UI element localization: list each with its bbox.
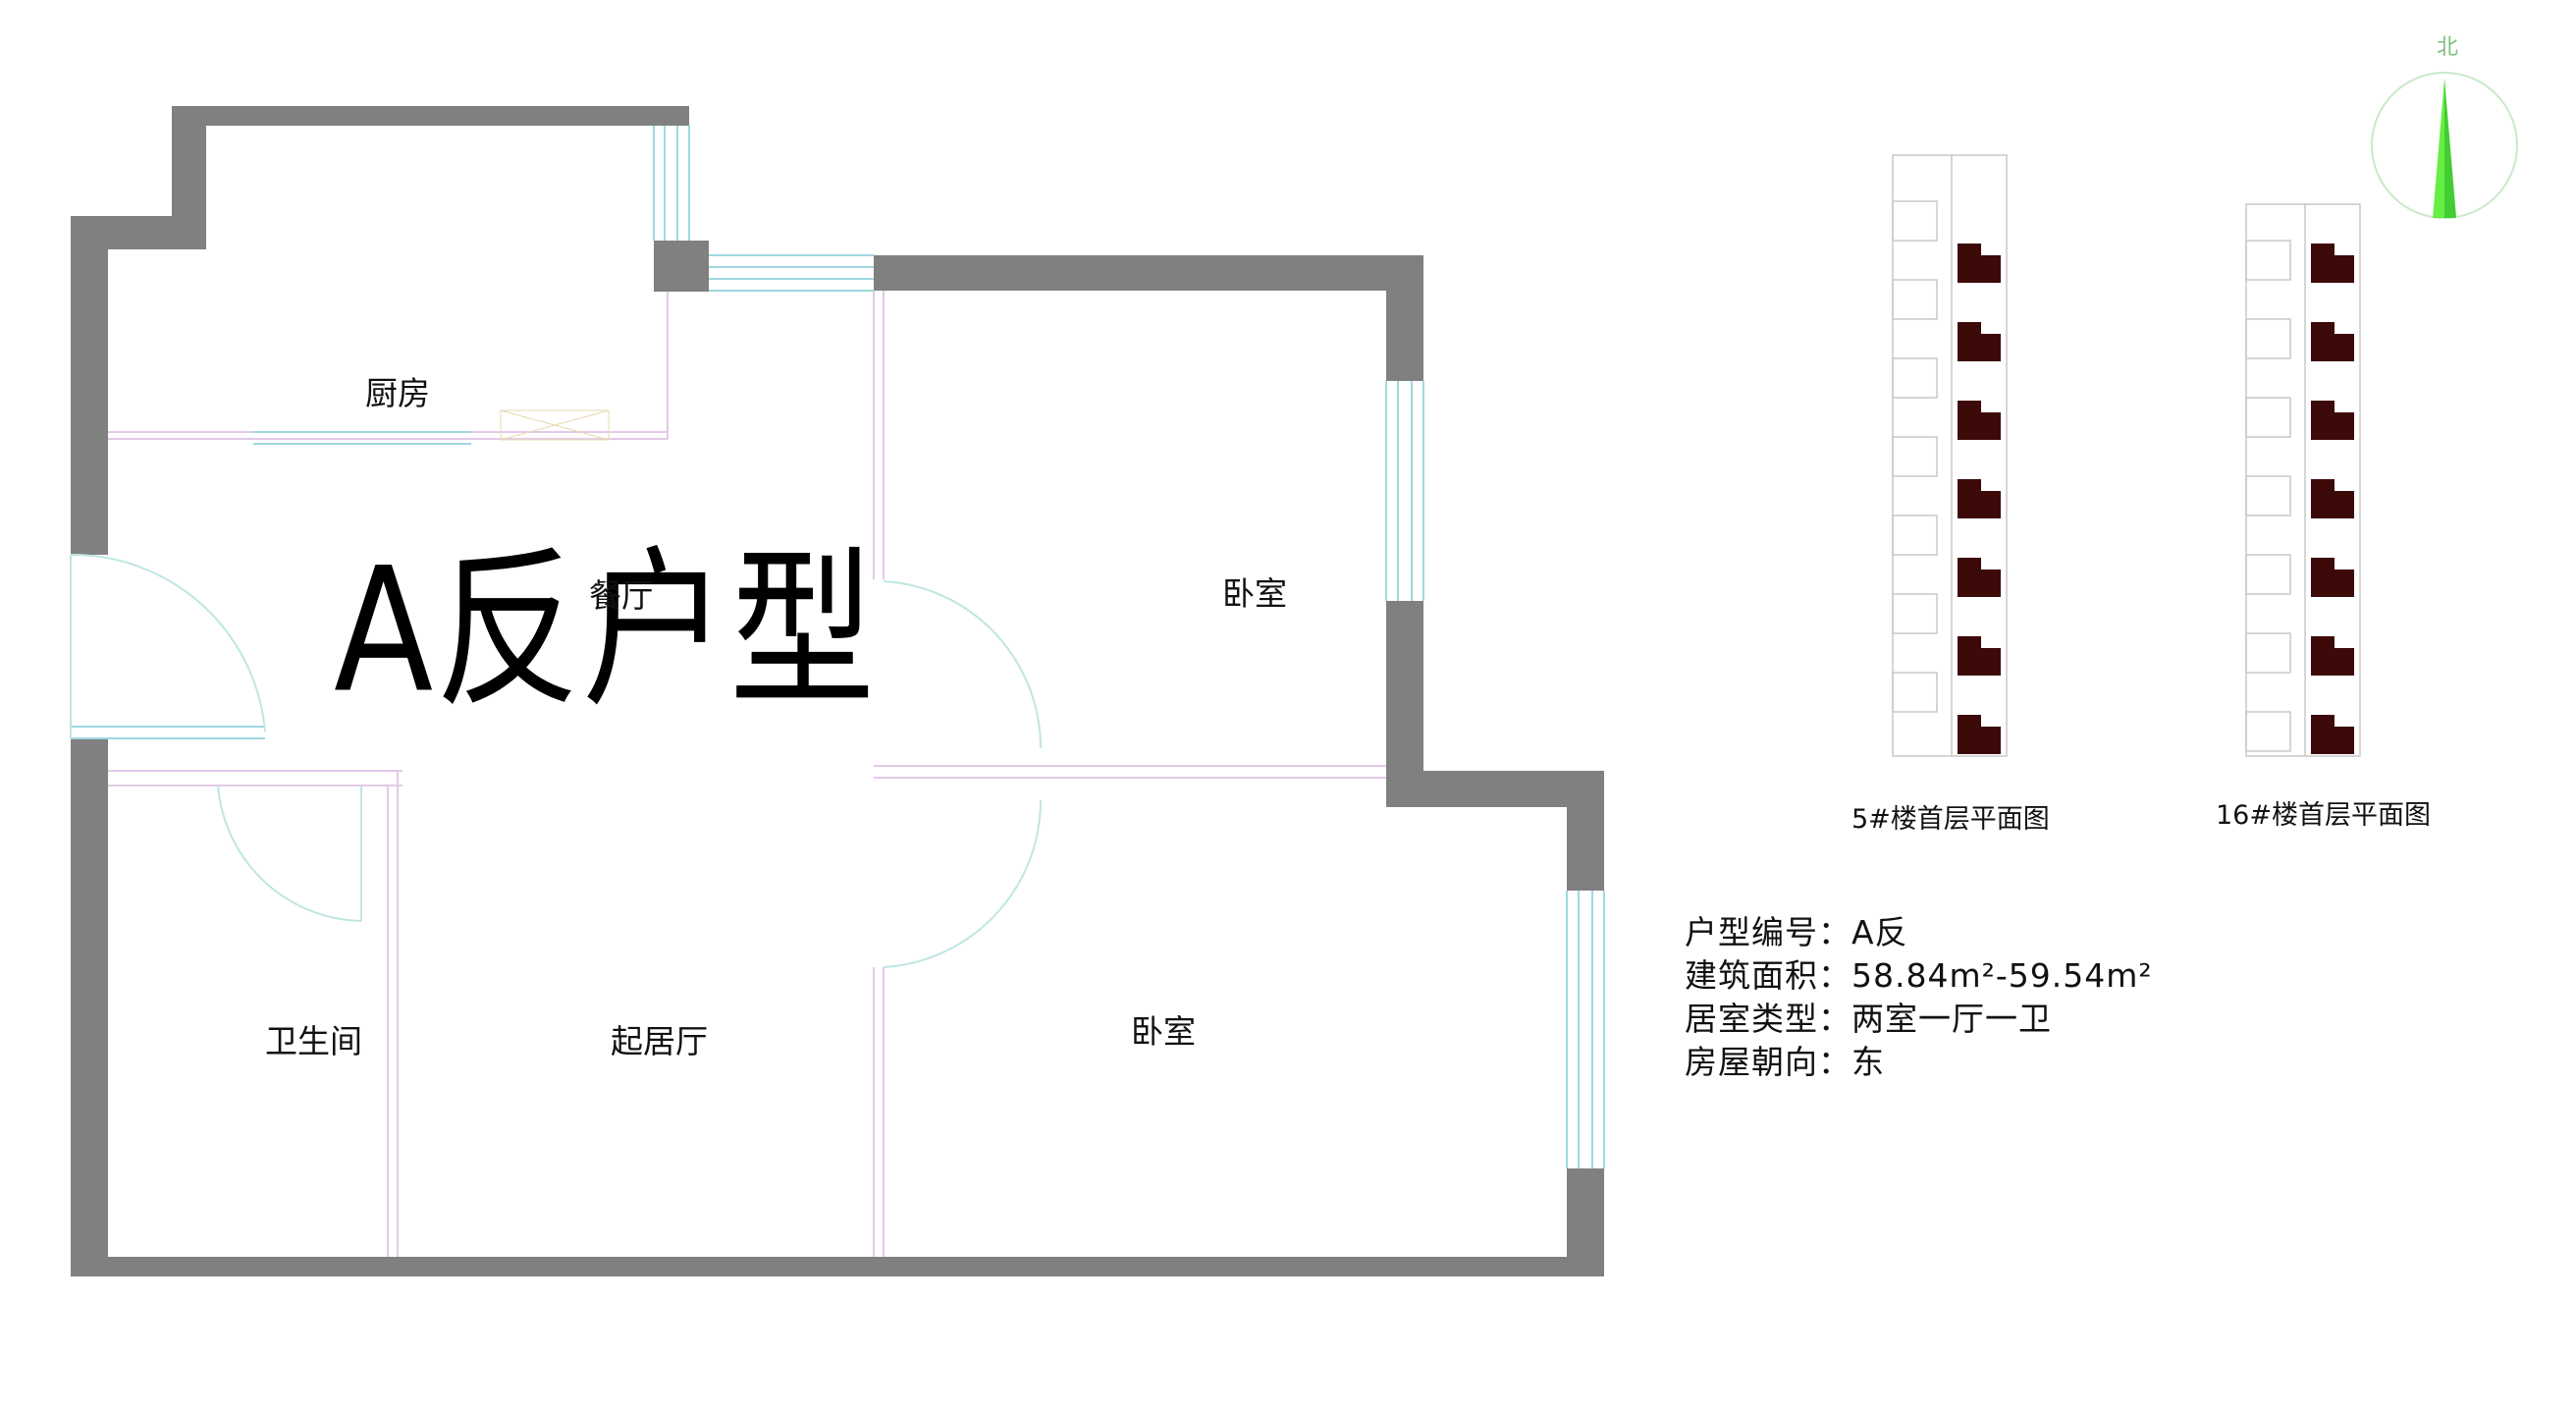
locator-plan-16	[2245, 203, 2361, 757]
room-label-kitchen: 厨房	[365, 374, 430, 412]
locator-plan-5	[1892, 154, 2008, 757]
info-row-area: 建筑面积：58.84m²-59.54m²	[1685, 954, 2153, 998]
unit-info: 户型编号：A反 建筑面积：58.84m²-59.54m² 居室类型：两室一厅一卫…	[1685, 911, 2153, 1084]
room-label-bedroom-upper: 卧室	[1222, 574, 1287, 613]
room-label-bathroom: 卫生间	[265, 1022, 362, 1060]
info-type-value: A反	[1852, 913, 1908, 951]
info-orientation-value: 东	[1852, 1043, 1885, 1081]
room-label-living: 起居厅	[611, 1022, 708, 1060]
info-rooms-label: 居室类型：	[1685, 1000, 1852, 1038]
door-swings	[70, 553, 1043, 968]
windows	[71, 126, 1605, 1168]
info-area-value: 58.84m²-59.54m²	[1852, 956, 2153, 995]
locator-units-5	[1958, 244, 2001, 754]
compass	[2371, 72, 2518, 219]
locator-units-16	[2311, 244, 2354, 754]
locator-caption-5: 5#楼首层平面图	[1852, 804, 2050, 835]
room-label-bedroom-lower: 卧室	[1131, 1012, 1196, 1051]
room-label-dining: 餐厅	[589, 576, 654, 615]
kitchen-counter	[500, 409, 610, 441]
info-type-label: 户型编号：	[1685, 913, 1852, 951]
info-row-type: 户型编号：A反	[1685, 911, 2153, 954]
compass-north-label: 北	[2437, 35, 2459, 60]
walls	[71, 106, 1604, 1276]
info-row-rooms: 居室类型：两室一厅一卫	[1685, 998, 2153, 1041]
info-area-label: 建筑面积：	[1685, 956, 1852, 995]
locator-caption-16: 16#楼首层平面图	[2216, 800, 2431, 831]
info-rooms-value: 两室一厅一卫	[1852, 1000, 2052, 1038]
info-row-orientation: 房屋朝向：东	[1685, 1041, 2153, 1084]
unit-type-title: A反户型	[334, 530, 878, 731]
info-orientation-label: 房屋朝向：	[1685, 1043, 1852, 1081]
partitions	[108, 291, 1386, 1257]
